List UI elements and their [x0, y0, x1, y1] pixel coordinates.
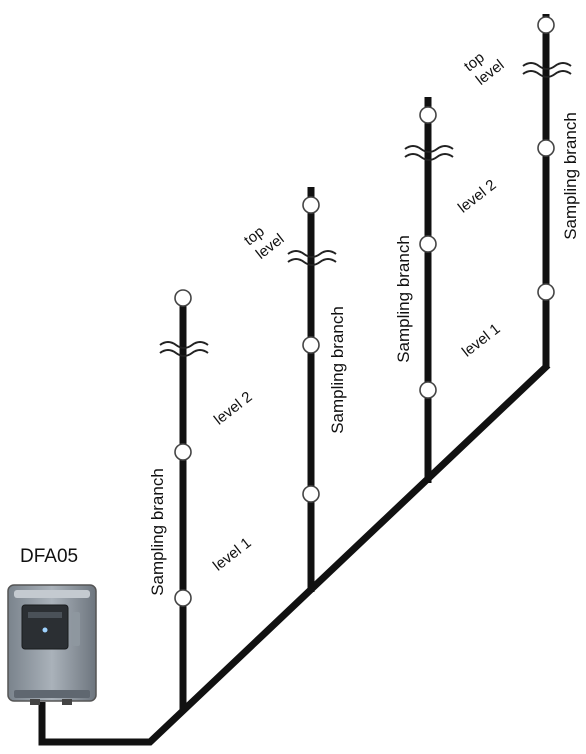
sampling-hole	[302, 485, 320, 503]
sampling-hole	[419, 106, 437, 124]
device-panel	[21, 604, 69, 650]
level-1-label: level 1	[459, 320, 504, 360]
top-level-label: top level	[241, 223, 288, 263]
break-mark-3	[404, 145, 454, 161]
sampling-hole	[419, 235, 437, 253]
sampling-hole	[174, 443, 192, 461]
sampling-hole	[537, 283, 555, 301]
branch-label: Sampling branch	[328, 306, 347, 434]
sampling-hole	[419, 381, 437, 399]
sampling-hole	[174, 589, 192, 607]
indicator-led	[42, 627, 48, 633]
level-1-label: level 1	[210, 534, 255, 574]
break-mark-1	[159, 341, 209, 357]
level-2-label: level 2	[211, 388, 256, 428]
sampling-hole	[537, 16, 555, 34]
break-mark-4	[522, 62, 572, 78]
sampling-hole	[537, 139, 555, 157]
dfa05-device	[7, 584, 97, 705]
level-2-label: level 2	[455, 176, 500, 216]
device-name: DFA05	[20, 546, 78, 567]
branch-label: Sampling branch	[561, 112, 580, 240]
sampling-hole	[302, 196, 320, 214]
top-level-label: top level	[461, 49, 508, 89]
sampling-hole	[174, 289, 192, 307]
break-mark-2	[287, 250, 337, 266]
sampling-hole	[302, 336, 320, 354]
branch-label: Sampling branch	[394, 235, 413, 363]
main-pipe	[38, 362, 551, 746]
branch-label: Sampling branch	[148, 468, 167, 596]
